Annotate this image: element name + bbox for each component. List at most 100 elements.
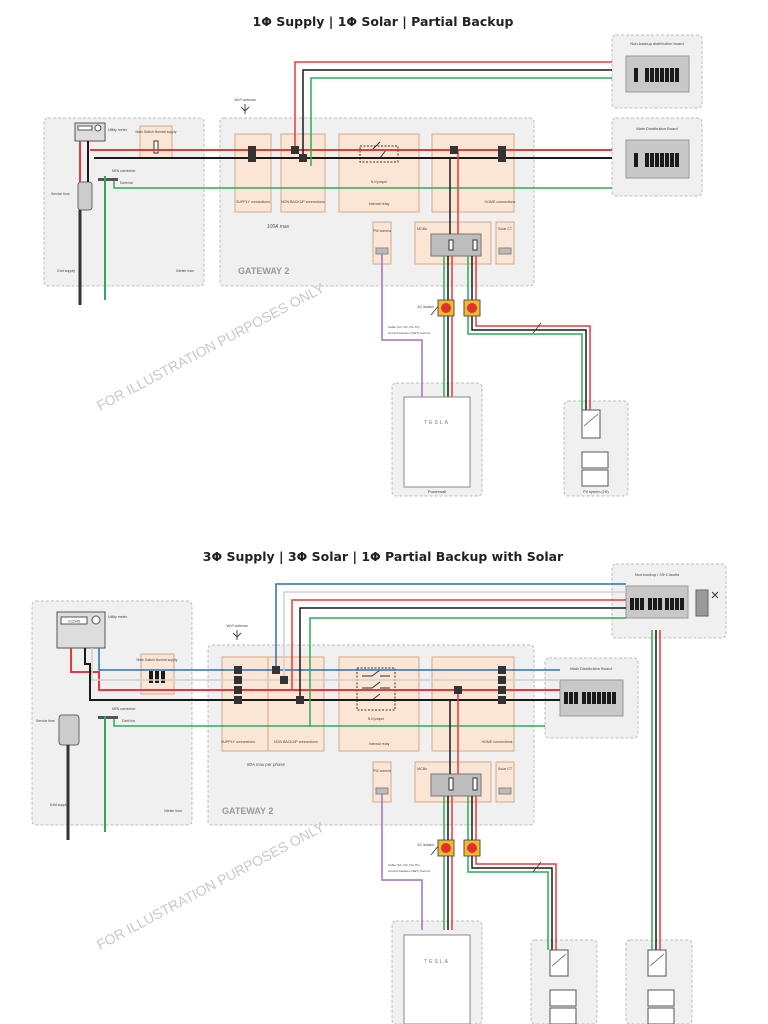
- utility-meter-display: 012345: [68, 620, 80, 624]
- pw-comms-terminal: [375, 787, 389, 795]
- inverter-symbol-icon: [649, 953, 665, 967]
- diagram-2-terminals: [234, 666, 506, 704]
- main-switch-label: Main Switch Normal supply: [137, 658, 178, 662]
- non-backup-connections-label: NON BACKUP connections: [274, 740, 318, 744]
- main-board-breakers: [564, 692, 616, 704]
- earth-bar-label: Earth bar: [120, 181, 134, 185]
- ac-isolator-pv-knob: [467, 843, 477, 853]
- non-backup-circuits-label: Non backup / 3Φ Circuits: [635, 572, 680, 577]
- main-switch-label: Main Switch Normal supply: [136, 130, 177, 134]
- neutral-bus: [84, 648, 560, 701]
- mcb-2: [472, 777, 478, 791]
- nb-green: [309, 617, 626, 726]
- nb-black: [299, 607, 626, 700]
- gateway-label: GATEWAY 2: [222, 806, 273, 816]
- ac-isolator-label: AC isolator: [417, 843, 434, 847]
- non-backup-board-label: Non-backup distribution board: [630, 41, 683, 46]
- pv-panel-1b: [549, 1007, 577, 1024]
- pv-active: [475, 256, 591, 410]
- utility-meter-display-box: [60, 616, 88, 625]
- powerwall-unit: [403, 396, 471, 488]
- max-current-label: 100A max: [267, 224, 290, 230]
- relay-outline: [359, 145, 399, 163]
- gateway-label: GATEWAY 2: [238, 266, 289, 276]
- mcbs-label: MCBs: [417, 227, 427, 231]
- service-fuse: [58, 714, 80, 746]
- diagram-1-terminals: [248, 146, 506, 162]
- pv1-active: [475, 796, 557, 950]
- n-jumper-label: N-N jumper: [368, 717, 385, 721]
- non-backup-active: [294, 61, 612, 150]
- nb-red: [291, 599, 626, 690]
- wifi-label: Wi-Fi antenna: [234, 98, 255, 102]
- earth-to-board: [113, 181, 612, 189]
- diagram-2-wiring: [66, 583, 661, 950]
- pw-comms-label: PW comms: [373, 229, 392, 233]
- service-fuse-label: Service fuse: [36, 719, 55, 723]
- main-switch-handle: [153, 140, 159, 154]
- non-backup-earth: [310, 77, 612, 166]
- ac-isolator-label: AC isolator: [417, 305, 434, 309]
- main-board-breakers: [634, 153, 679, 167]
- pv-system-enclosure: [563, 400, 629, 497]
- pv-inverter: [581, 409, 601, 439]
- inverter-symbol-icon: [583, 413, 599, 427]
- internal-relay-label: Internal relay: [369, 742, 390, 746]
- diagram-2: 3Φ Supply | 3Φ Solar | 1Φ Partial Backup…: [31, 549, 727, 1024]
- mcbs-label: MCBs: [417, 767, 427, 771]
- cable-note: Cable (AC, DC, Pw, Ps): [388, 863, 420, 867]
- pv-earth: [467, 256, 583, 410]
- pv1-neutral: [471, 796, 553, 950]
- earth-bar-label: Earth bar: [122, 719, 136, 723]
- utility-meter-display: [77, 125, 93, 131]
- solar-ct-label: Solar CT: [498, 227, 513, 231]
- meter-box-enclosure: [43, 117, 205, 287]
- phase-blue: [98, 648, 560, 671]
- powerwall-brand: TESLA: [424, 959, 450, 965]
- pv-system-label: PV system (1Φ): [583, 490, 608, 494]
- phase-white: [91, 648, 560, 681]
- men-label: MEN connection: [112, 707, 136, 711]
- wifi-label: Wi-Fi antenna: [226, 624, 247, 628]
- ac-isolator-pv-knob: [467, 303, 477, 313]
- diagram-1-title: 1Φ Supply | 1Φ Solar | Partial Backup: [253, 14, 514, 29]
- comms-note: Comms between (SE?) Comms: [388, 869, 431, 873]
- main-switch-handles: [149, 671, 165, 683]
- solar-ct-terminal: [498, 787, 512, 795]
- meter-box-label: Meter box: [176, 268, 194, 273]
- meter-box-label: Meter box: [164, 808, 182, 813]
- relay-switch-symbol: [362, 669, 390, 701]
- main-board-label: Main Distribution Board: [636, 126, 678, 131]
- mcb-block: [430, 233, 482, 257]
- watermark: FOR ILLUSTRATION PURPOSES ONLY: [94, 279, 328, 413]
- mcb-2: [472, 239, 478, 251]
- pv-panel-2: [581, 469, 609, 487]
- diagram-2-title: 3Φ Supply | 3Φ Solar | 1Φ Partial Backup…: [203, 549, 564, 564]
- mcb-1: [448, 239, 454, 251]
- home-connections-label: HOME connections: [485, 200, 516, 204]
- comms-cable: [381, 254, 423, 400]
- ac-isolator-powerwall-knob: [441, 303, 451, 313]
- non-backup-board-breakers: [634, 68, 679, 82]
- solar-ct-terminal: [498, 247, 512, 255]
- watermark: FOR ILLUSTRATION PURPOSES ONLY: [94, 818, 328, 952]
- nb-white: [283, 591, 626, 680]
- wifi-antenna-icon: [232, 630, 242, 640]
- home-connections-label: HOME connections: [482, 740, 513, 744]
- main-board-label: Main Distribution Board: [570, 666, 612, 671]
- mcb-block: [430, 773, 482, 797]
- service-fuse: [77, 181, 93, 211]
- men-label: MEN connection: [112, 169, 136, 173]
- earth-bar: [98, 178, 118, 181]
- comms-cable: [381, 794, 423, 930]
- supply-connections-section: [221, 656, 273, 752]
- ac-isolator-powerwall-knob: [441, 843, 451, 853]
- powerwall-label: Powerwall: [428, 489, 446, 494]
- non-backup-neutral: [302, 69, 612, 158]
- meter-box-enclosure: [31, 600, 193, 826]
- internal-relay-section: [338, 133, 420, 213]
- utility-meter-dial: [91, 615, 101, 625]
- non-backup-connections-label: NON BACKUP connections: [281, 200, 325, 204]
- relay-outline: [356, 667, 396, 711]
